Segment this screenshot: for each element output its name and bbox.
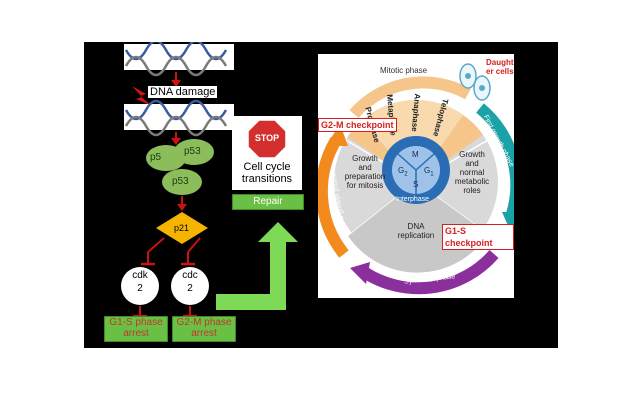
big-green-arrow (216, 222, 298, 310)
g2-desc-line1: Growth (352, 154, 378, 163)
g1-label: G1 (424, 166, 434, 178)
g1-desc-line4: metabolic (454, 177, 490, 186)
p53-label-a: p5 (150, 152, 162, 163)
g2-desc-line4: for mitosis (346, 181, 384, 190)
interphase-label: Interphase (396, 196, 430, 203)
daughter-cells-line2: er cells (486, 67, 514, 76)
p53-protein-c (162, 169, 202, 195)
g1-desc-line2: and (465, 159, 479, 168)
dna-helix-damaged (124, 99, 234, 137)
g2m-arrest-box: G2-M phase arrest (172, 316, 236, 342)
daughter-cells-icon (459, 63, 491, 101)
figure-panel: DNA damage p5 p53 p53 p21 cdk 2 cdc 2 G1… (84, 42, 558, 348)
cdc2-label-line2: 2 (187, 283, 193, 294)
repair-box: Repair (232, 194, 304, 210)
mitotic-phase-label: Mitotic phase (380, 66, 428, 75)
p21-diamond (156, 212, 208, 244)
g2m-checkpoint-label: G2-M checkpoint (318, 118, 397, 132)
g2-label: G2 (398, 166, 408, 178)
g2-letter: G (398, 166, 405, 175)
transitions-line2: transitions (241, 173, 293, 185)
second-growth-arrow (318, 136, 349, 258)
s-desc-line2: replication (397, 231, 435, 240)
synthesis-arrow (360, 249, 499, 295)
p53-label-b: p53 (184, 146, 201, 157)
lightning-icon (132, 86, 152, 106)
stop-sign-icon (247, 119, 287, 159)
transitions-label: Cell cycle transitions (232, 161, 302, 185)
cell-cycle-panel: Mitotic phase Prophase Metaphase Anaphas… (318, 54, 515, 298)
cdk2-label-line1: cdk (132, 270, 148, 281)
dna-helix-top (124, 42, 234, 77)
daughter-cells-line1: Daught (486, 58, 514, 67)
transitions-line1: Cell cycle (243, 161, 291, 173)
g2-desc-line2: and (358, 163, 372, 172)
g1s-arrest-line2: arrest (123, 328, 149, 339)
cdk2-label-line2: 2 (137, 283, 143, 294)
s-description: DNA replication (396, 222, 436, 240)
g1s-arrest-box: G1-S phase arrest (104, 316, 168, 342)
cdk2-circle (121, 267, 159, 305)
g2m-arrest-line1: G2-M phase (176, 317, 232, 328)
m-label: M (412, 150, 419, 159)
g1-description: Growth and normal metabolic roles (450, 150, 494, 195)
s-label: S (413, 180, 419, 189)
daughter-cells-label: Daught er cells (486, 58, 514, 76)
g1-letter: G (424, 166, 431, 175)
g2m-arrest-line2: arrest (191, 328, 217, 339)
first-growth-arrow (476, 103, 514, 215)
g2-description: Growth and preparation for mitosis (340, 154, 390, 190)
g1-desc-line5: roles (463, 186, 481, 195)
s-desc-line1: DNA (407, 222, 425, 231)
p21-label: p21 (174, 223, 190, 233)
cdc2-label-line1: cdc (182, 270, 198, 281)
stop-label: STOP (254, 133, 280, 143)
p53-label-c: p53 (172, 176, 189, 187)
g2-desc-line3: preparation (344, 172, 386, 181)
cdc2-circle (171, 267, 209, 305)
p53-protein-b (174, 139, 214, 165)
g1-desc-line1: Growth (459, 150, 485, 159)
dna-damage-label: DNA damage (148, 86, 218, 98)
g1s-checkpoint-label: G1-S checkpoint (442, 224, 514, 250)
g1-desc-line3: normal (459, 168, 485, 177)
g1s-arrest-line1: G1-S phase (109, 317, 163, 328)
pathway-graphics (121, 42, 302, 318)
